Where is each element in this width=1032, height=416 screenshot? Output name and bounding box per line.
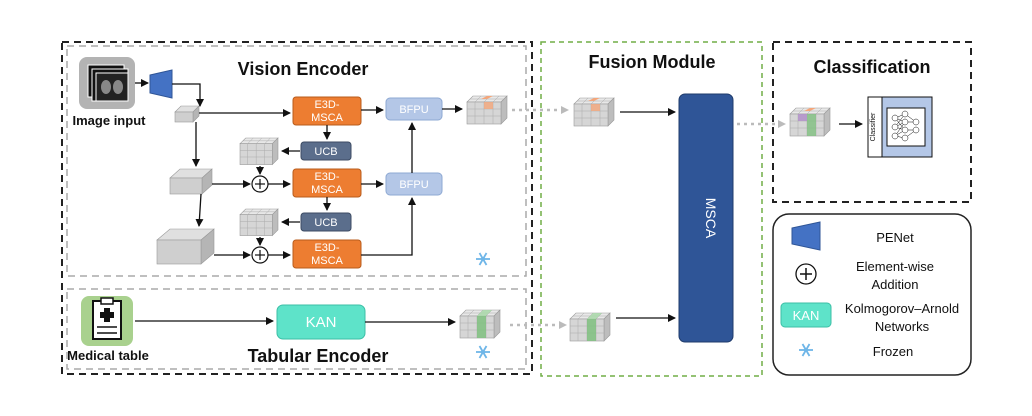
legend-frozen-label: Frozen (873, 344, 913, 359)
vision-encoder-frame (66, 45, 527, 277)
feature-cube-small (174, 105, 200, 123)
svg-text:BFPU: BFPU (399, 104, 428, 116)
svg-text:MSCA: MSCA (311, 184, 343, 196)
medical-table-icon (81, 296, 133, 346)
e3d-msca-block-3: E3D- MSCA (292, 239, 362, 269)
svg-text:KAN: KAN (793, 308, 820, 323)
ucb-block-2: UCB (300, 212, 352, 232)
legend-addition-icon (795, 263, 817, 285)
tabular-feature-map (460, 310, 500, 338)
e3d-msca-block-1: E3D- MSCA (292, 96, 362, 126)
snowflake-icon (475, 252, 491, 266)
svg-text:MSCA: MSCA (703, 198, 719, 239)
svg-text:MSCA: MSCA (311, 255, 343, 267)
svg-text:BFPU: BFPU (399, 179, 428, 191)
encoder-frame (61, 41, 533, 375)
image-input-label: Image input (73, 113, 147, 128)
snowflake-icon (475, 345, 491, 359)
ucb-feature-map-1 (239, 137, 279, 165)
legend-kan-label-line2: Networks (875, 319, 930, 334)
svg-text:E3D-: E3D- (314, 171, 339, 183)
fused-feature-map (790, 108, 830, 136)
classification-title: Classification (813, 57, 930, 77)
tabular-encoder-title: Tabular Encoder (248, 346, 389, 366)
tabular-encoder-frame (66, 288, 527, 370)
svg-text:KAN: KAN (306, 314, 337, 331)
ucb-feature-map-2 (239, 208, 279, 236)
classifier-block: Classifier (867, 96, 933, 158)
fusion-tabular-input-map (570, 313, 610, 341)
svg-text:E3D-: E3D- (314, 99, 339, 111)
classification-frame (772, 41, 972, 203)
legend-addition-label-line2: Addition (872, 277, 919, 292)
e3d-msca-block-2: E3D- MSCA (292, 168, 362, 198)
addition-node-2 (251, 246, 269, 264)
svg-text:E3D-: E3D- (314, 242, 339, 254)
classifier-label: Classifier (870, 112, 877, 141)
image-input-icon (79, 57, 135, 109)
legend-snowflake-icon (798, 343, 814, 357)
legend-kan-label-line1: Kolmogorov–Arnold (845, 301, 959, 316)
legend-kan-badge: KAN (780, 302, 832, 328)
bfpu-block-2: BFPU (385, 172, 443, 196)
legend-addition-label-line1: Element-wise (856, 259, 934, 274)
feature-cube-medium (169, 168, 213, 195)
legend-penet-icon (791, 221, 821, 251)
addition-node-1 (251, 175, 269, 193)
bfpu-block-1: BFPU (385, 97, 443, 121)
kan-block: KAN (276, 304, 366, 340)
legend-box (772, 213, 972, 376)
svg-text:UCB: UCB (314, 217, 337, 229)
fusion-module-title: Fusion Module (589, 52, 716, 72)
fusion-vision-input-map (574, 98, 614, 126)
vision-feature-map (467, 96, 507, 124)
penet-block (149, 69, 173, 99)
feature-cube-large (156, 228, 215, 265)
legend-penet-label: PENet (876, 230, 914, 245)
fusion-module-frame (540, 41, 763, 377)
msca-block: MSCA (678, 93, 734, 343)
medical-table-label: Medical table (67, 348, 149, 363)
svg-text:MSCA: MSCA (311, 112, 343, 124)
vision-encoder-title: Vision Encoder (238, 59, 369, 79)
svg-text:UCB: UCB (314, 146, 337, 158)
ucb-block-1: UCB (300, 141, 352, 161)
